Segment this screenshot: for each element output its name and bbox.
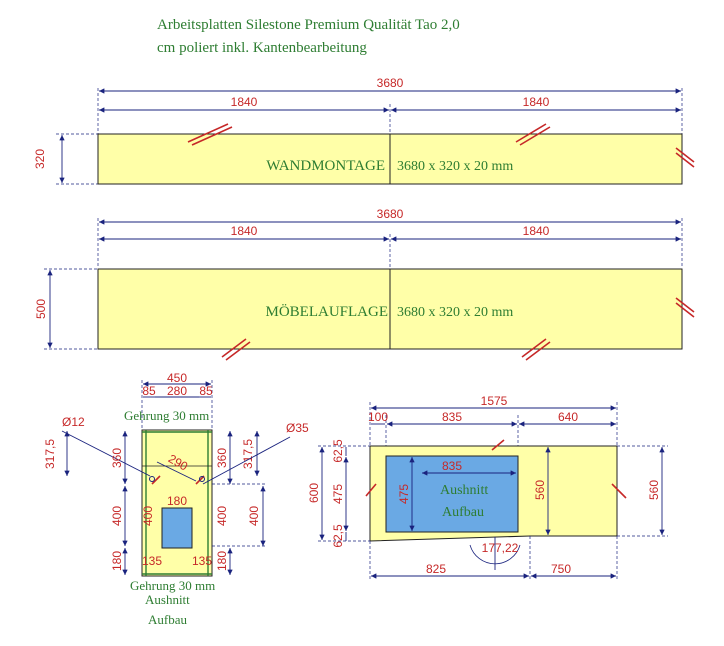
plate1-right-dim: 1840 — [523, 95, 550, 109]
plate-moebelauflage: 3680 1840 1840 500 MÖBELAUFLAGE 3680 x 3… — [34, 207, 695, 361]
plate3-h-b-dim: 360 — [110, 448, 124, 468]
plate3-cut-label-2: Aufbau — [148, 612, 187, 627]
plate2-right-dim: 1840 — [523, 224, 550, 238]
plate1-depth-dim: 320 — [33, 149, 47, 169]
plate3-bottom-r-dim: 135 — [192, 554, 212, 568]
plate4-cut-label-1: Aushnitt — [440, 483, 488, 498]
plate3-cut-w-dim: 180 — [167, 494, 187, 508]
plate3-w-mid-dim: 280 — [167, 384, 187, 398]
plate1-left-dim: 1840 — [231, 95, 258, 109]
plate3-w-left-dim: 85 — [142, 384, 156, 398]
plate1-total-dim: 3680 — [377, 76, 404, 90]
plate3-cut-label-1: Aushnitt — [145, 592, 190, 607]
plate4-cut-w-dim: 835 — [442, 459, 462, 473]
plate4-left-dim: 100 — [368, 410, 388, 424]
plate3-r-c-dim: 400 — [247, 506, 261, 526]
plate-cutout: Ø35 1575 100 835 640 835 475 Aushnitt Au… — [202, 394, 668, 580]
plate2-size: 3680 x 320 x 20 mm — [397, 305, 513, 320]
plate3-w-right-dim: 85 — [199, 384, 213, 398]
plate4-right-dim: 640 — [558, 410, 578, 424]
plate4-inner-h-dim: 560 — [533, 480, 547, 500]
plate1-label: WANDMONTAGE — [266, 158, 385, 174]
plate4-right-h-dim: 560 — [647, 480, 661, 500]
title-line-2: cm poliert inkl. Kantenbearbeitung — [157, 40, 367, 56]
plate3-hole-label: Ø12 — [62, 415, 85, 429]
plate2-total-dim: 3680 — [377, 207, 404, 221]
plate2-left-dim: 1840 — [231, 224, 258, 238]
plate3-h-e-dim: 400 — [141, 506, 155, 526]
plate-u-shape: 450 85 280 85 290 180 135 135 Gehrung 30… — [43, 371, 266, 627]
plate4-hole-label: Ø35 — [286, 421, 309, 435]
plate4-bottom-l-dim: 825 — [426, 562, 446, 576]
plate4-left-h-dim: 600 — [307, 483, 321, 503]
plate3-r-b-dim: 317,5 — [241, 439, 255, 469]
plate3-bottom-l-dim: 135 — [142, 554, 162, 568]
plate3-h-d-dim: 180 — [110, 551, 124, 571]
plate3-r-d-dim: 180 — [215, 551, 229, 571]
plate4-bottom-r-dim: 750 — [551, 562, 571, 576]
title-line-1: Arbeitsplatten Silestone Premium Qualitä… — [157, 17, 460, 33]
plate4-angle-dim: 177,22 — [482, 541, 519, 555]
plate4-cut-label-2: Aufbau — [442, 505, 484, 520]
plate3-r-e-dim: 400 — [215, 506, 229, 526]
plate2-depth-dim: 500 — [34, 299, 48, 319]
plate4-mid-dim: 835 — [442, 410, 462, 424]
plate4-cut-h-dim: 475 — [397, 484, 411, 504]
plate4-l-bot-dim: 62,5 — [331, 524, 345, 548]
plate4-l-top-dim: 62,5 — [331, 439, 345, 463]
plate3-width-dim: 450 — [167, 371, 187, 385]
plate3-r-a-dim: 360 — [215, 448, 229, 468]
plate4-l-mid-dim: 475 — [331, 484, 345, 504]
plate3-miter-bottom: Gehrung 30 mm — [130, 578, 215, 593]
plate1-size: 3680 x 320 x 20 mm — [397, 159, 513, 174]
plate3-h-c-dim: 400 — [110, 506, 124, 526]
plate3-h-a-dim: 317,5 — [43, 439, 57, 469]
plate4-total-dim: 1575 — [481, 394, 508, 408]
plate3-miter-top: Gehrung 30 mm — [124, 408, 209, 423]
plate2-label: MÖBELAUFLAGE — [266, 303, 389, 320]
plate-wandmontage: 3680 1840 1840 320 WANDMONTAGE 3680 x 32… — [33, 76, 695, 185]
